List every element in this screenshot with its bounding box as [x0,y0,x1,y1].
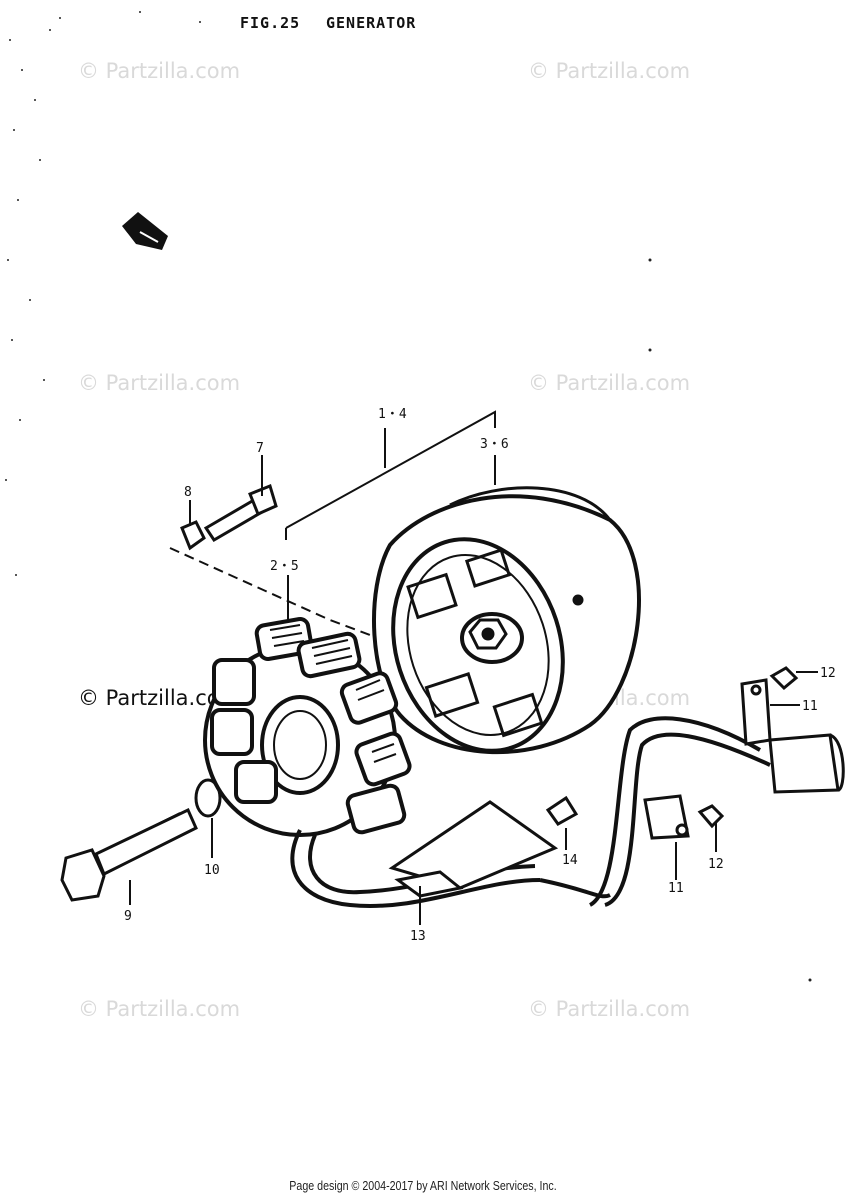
watermark: © Partzilla.com [528,997,690,1021]
callout-13: 13 [410,929,426,944]
callout-3-6: 3・6 [480,437,509,452]
watermark: © Partzilla.com [78,997,240,1021]
callout-12-upper: 12 [820,666,836,681]
screw [545,666,799,829]
long-bolt [60,807,198,902]
figure-number: FIG.25 [240,14,300,32]
callout-10: 10 [204,863,220,878]
harness-clamp [388,800,559,898]
callout-9: 9 [124,909,132,924]
callout-2-5: 2・5 [270,559,299,574]
figure-title: GENERATOR [326,14,416,32]
callout-11-upper: 11 [802,699,818,714]
bolt [180,483,278,551]
watermark: © Partzilla.com [528,371,690,395]
stator-coil-assembly [203,617,412,837]
callout-1-4: 1・4 [378,407,407,422]
callout-12-lower: 12 [708,857,724,872]
callout-8: 8 [184,485,192,500]
flywheel-rotor [371,486,641,755]
page-footer: Page design © 2004-2017 by ARI Network S… [289,1178,557,1193]
scan-noise [5,11,812,982]
callout-7: 7 [256,441,264,456]
watermark: © Partzilla.com [78,59,240,83]
watermark: © Partzilla.com [78,371,240,395]
front-arrow-icon [122,212,168,250]
wire-guide [643,678,772,840]
watermark: © Partzilla.com [528,59,690,83]
callout-11-lower: 11 [668,881,684,896]
callout-14: 14 [562,853,578,868]
leader-lines [129,455,818,925]
circlip [194,778,222,818]
assembly-bracket [285,410,496,540]
